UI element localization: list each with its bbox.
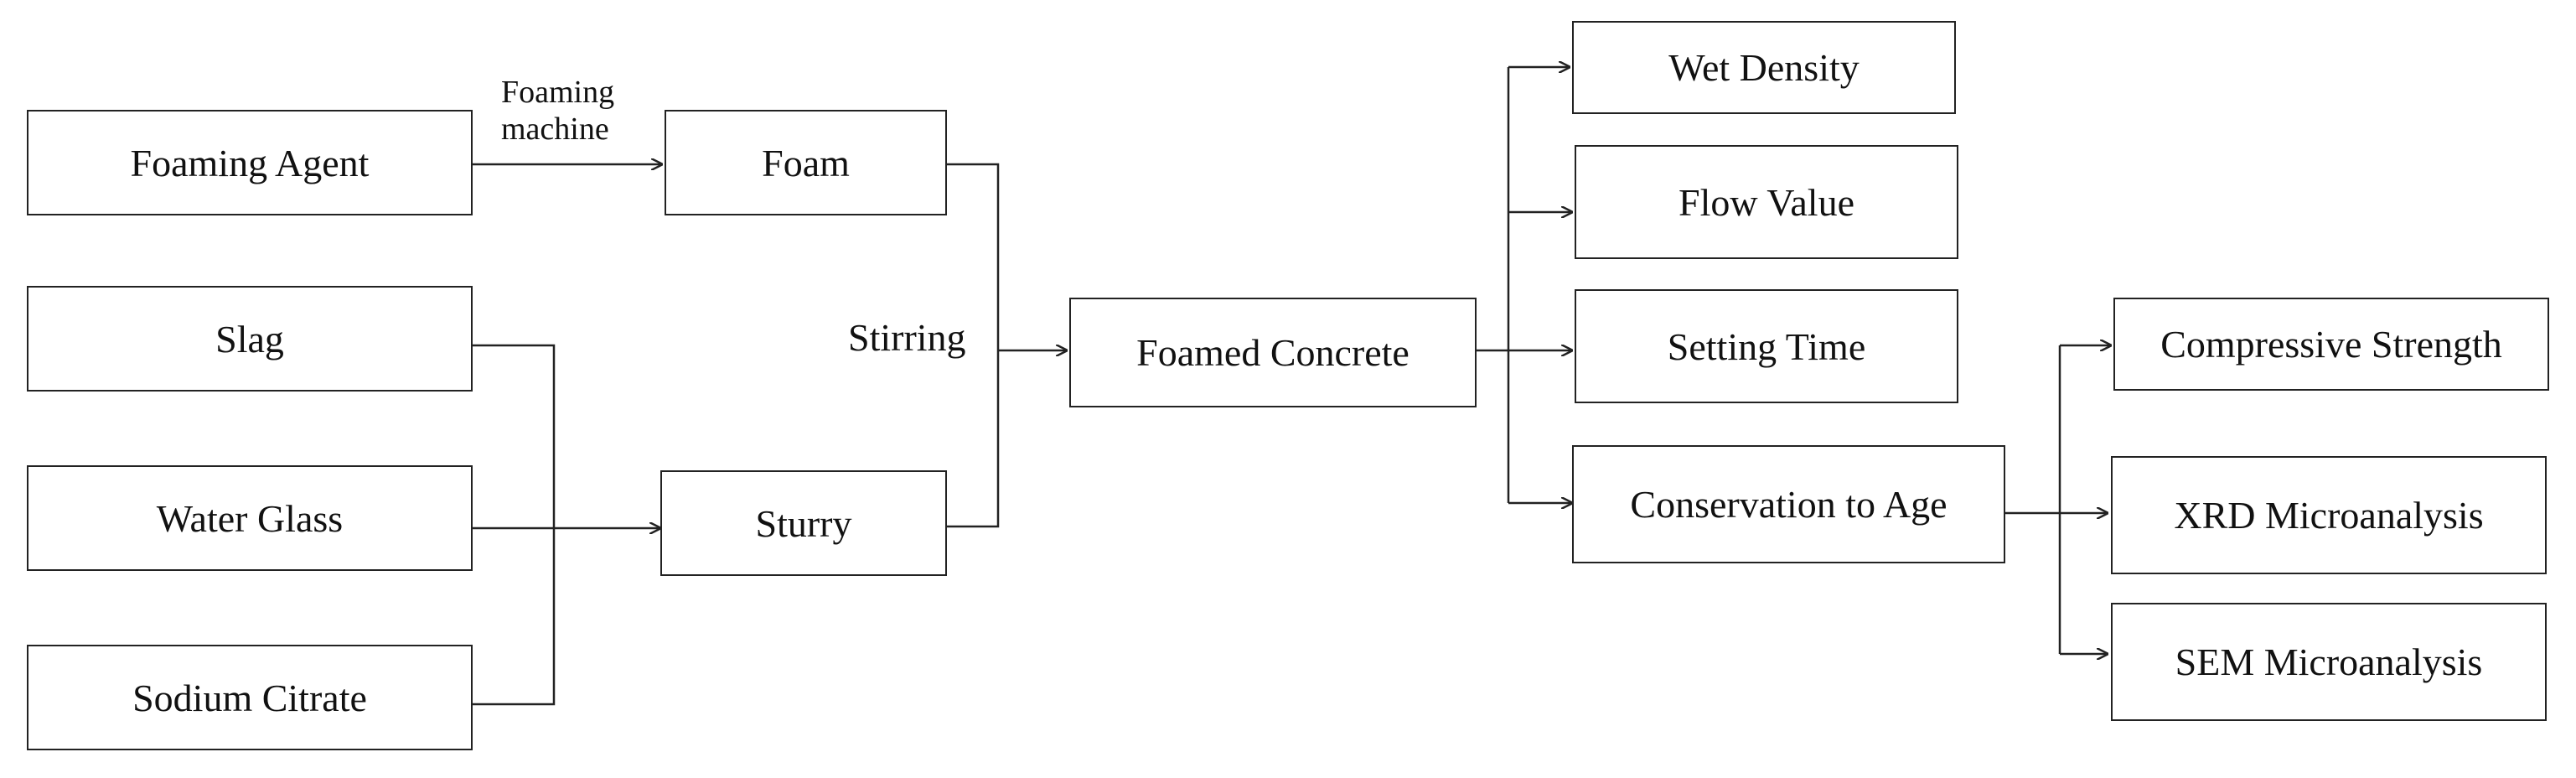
wet-density-label: Wet Density (1668, 46, 1860, 89)
sem-microanalysis-label: SEM Microanalysis (2175, 641, 2483, 683)
water-glass-label: Water Glass (156, 496, 344, 540)
sodium-citrate-box: Sodium Citrate (27, 645, 473, 750)
line-foam-slurry-merge (946, 163, 1000, 528)
compressive-strength-label: Compressive Strength (2160, 323, 2502, 366)
conservation-to-age-label: Conservation to Age (1630, 483, 1948, 526)
sem-microanalysis-box: SEM Microanalysis (2111, 603, 2547, 721)
foaming-machine-line2: machine (501, 112, 609, 147)
xrd-microanalysis-box: XRD Microanalysis (2111, 456, 2547, 574)
foaming-agent-label: Foaming Agent (130, 141, 370, 184)
slag-box: Slag (27, 286, 473, 392)
line-slag-to-merge (472, 344, 556, 706)
stirring-label: Stirring (848, 316, 966, 359)
foaming-agent-box: Foaming Agent (27, 110, 473, 215)
sodium-citrate-label: Sodium Citrate (132, 676, 367, 719)
foaming-machine-label: Foaming machine (501, 74, 614, 148)
water-glass-box: Water Glass (27, 465, 473, 571)
slag-label: Slag (215, 317, 284, 360)
slurry-box: Sturry (660, 470, 947, 576)
foamed-concrete-box: Foamed Concrete (1069, 298, 1477, 407)
foam-label: Foam (762, 141, 850, 184)
foamed-concrete-label: Foamed Concrete (1136, 331, 1410, 374)
foam-box: Foam (665, 110, 947, 215)
flow-value-box: Flow Value (1575, 145, 1958, 259)
compressive-strength-box: Compressive Strength (2113, 298, 2549, 391)
flow-value-label: Flow Value (1679, 180, 1854, 224)
setting-time-label: Setting Time (1667, 324, 1866, 368)
slurry-label: Sturry (755, 501, 852, 545)
xrd-microanalysis-label: XRD Microanalysis (2174, 494, 2484, 537)
wet-density-box: Wet Density (1572, 21, 1956, 114)
conservation-to-age-box: Conservation to Age (1572, 445, 2005, 563)
setting-time-box: Setting Time (1575, 289, 1958, 403)
foaming-machine-line1: Foaming (501, 75, 615, 110)
